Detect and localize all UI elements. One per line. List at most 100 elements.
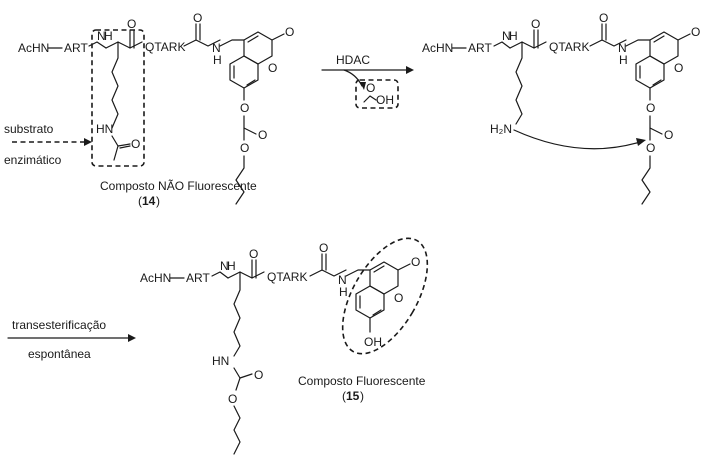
- alpha-carbon-bonds: [227, 271, 265, 279]
- hdac-label: HDAC: [336, 53, 370, 67]
- butyl-chain: [235, 155, 245, 205]
- acetyl-label: AcHN: [18, 41, 49, 55]
- ring-double: [247, 35, 259, 43]
- attack-arrow-head: [636, 138, 646, 146]
- carbamate-o1-label: O: [254, 368, 263, 382]
- butyl-chain: [233, 405, 241, 455]
- substrate-arrow-head: [84, 138, 92, 146]
- acetate-release-curve: [343, 69, 363, 87]
- p-qtark-label: QTARK: [267, 270, 307, 284]
- molecule-14: AcHN ART N H O QTARK HN O O N H O O: [18, 11, 294, 205]
- nh-label: N: [97, 29, 106, 43]
- ring-double: [373, 265, 385, 273]
- p-carbonyl-o-label: O: [249, 247, 258, 261]
- carbamate-bond: [235, 377, 241, 391]
- side-chain-nh-label: HN: [96, 122, 113, 136]
- mid-amide-h-label: H: [619, 53, 628, 67]
- reaction-arrow-hdac: HDAC O OH: [321, 53, 414, 109]
- compound-15-paren-open: (: [342, 389, 346, 403]
- spontaneous-label: espontânea: [28, 347, 91, 361]
- amine-label: H₂N: [490, 122, 512, 136]
- p-art-label: ART: [186, 271, 210, 285]
- arrow-head: [406, 66, 414, 74]
- benzene-double: [652, 79, 662, 86]
- carbonate-bond: [649, 115, 663, 135]
- side-chain-o-label: O: [131, 137, 140, 151]
- lysine-highlight-box: [91, 29, 145, 167]
- acetate-o-label: O: [366, 81, 375, 95]
- ester-o1-label: O: [240, 101, 249, 115]
- coumarin-co: [271, 33, 285, 41]
- mid-amide-n-label: N: [618, 41, 627, 55]
- mid-ester-o1-label: O: [646, 101, 655, 115]
- p-nh-h-label: H: [227, 259, 236, 273]
- amide-h-label: H: [213, 53, 222, 67]
- mid-nh-label: N: [502, 29, 511, 43]
- ch2-bond: [219, 39, 245, 47]
- mid-coumarin-ring-o-label: O: [674, 61, 683, 75]
- carbamate-bond: [233, 367, 253, 379]
- mid-art-label: ART: [468, 41, 492, 55]
- linker-bonds: [183, 39, 221, 47]
- arrow-head: [128, 334, 136, 342]
- p-amide-o-label: O: [319, 241, 328, 255]
- carbamate-nh-label: HN: [212, 354, 229, 368]
- coumarin-co: [677, 33, 691, 41]
- nh-h-label: H: [104, 29, 113, 43]
- butyl-chain: [641, 155, 651, 205]
- linker-bonds: [309, 269, 347, 277]
- ring-double: [653, 35, 665, 43]
- mid-ester-o2-label: O: [664, 128, 673, 142]
- substrato-label: substrato: [4, 122, 54, 136]
- reaction-arrow-transesterification: transesterificação espontânea: [7, 318, 136, 361]
- methyl-bond: [113, 145, 119, 161]
- benzene-double: [372, 309, 382, 316]
- linker-bonds: [589, 39, 627, 47]
- alpha-carbon-bonds: [105, 41, 143, 49]
- carbamate-o2-label: O: [228, 392, 237, 406]
- mid-acetyl-label: AcHN: [422, 41, 453, 55]
- mid-amide-o-label: O: [599, 11, 608, 25]
- qtark-label: QTARK: [145, 40, 185, 54]
- transesterification-label: transesterificação: [12, 318, 106, 332]
- alpha-carbon-bonds: [509, 41, 547, 49]
- side-co-double: [119, 145, 131, 149]
- lysine-side-chain: [515, 41, 523, 125]
- mid-qtark-label: QTARK: [549, 40, 589, 54]
- acetate-highlight-box: [355, 79, 399, 109]
- ch2-bond: [625, 39, 651, 47]
- fluorophore-highlight-ellipse: [341, 237, 429, 355]
- compound-14-number: 14: [142, 194, 156, 208]
- coumarin-co: [397, 263, 411, 271]
- amide-n-label: N: [212, 41, 221, 55]
- molecule-15: AcHN ART N H O QTARK HN O O O N H O O OH: [140, 237, 429, 455]
- ch2-bond: [345, 269, 371, 277]
- p-coumarin-co-o-label: O: [411, 255, 420, 269]
- mid-coumarin-co-o-label: O: [691, 25, 700, 39]
- lysine-side-chain: [111, 41, 119, 129]
- p-coumarin-ring-o-label: O: [394, 291, 403, 305]
- ester-o2-label: O: [258, 128, 267, 142]
- coumarin-pyranone-ring: [649, 31, 679, 65]
- p-amide-h-label: H: [339, 285, 348, 299]
- backbone-bond: [211, 271, 229, 279]
- mid-nh-h-label: H: [509, 29, 518, 43]
- compound-14-caption: Composto NÃO Fluorescente: [100, 179, 257, 193]
- hydroxyl-label: OH: [364, 335, 382, 349]
- molecule-intermediate: AcHN ART N H O QTARK H₂N O N H O O O O O: [422, 11, 700, 205]
- acetate-oh-label: OH: [376, 93, 394, 107]
- compound-14-paren-close: ): [156, 194, 160, 208]
- carbonate-bond: [243, 115, 257, 135]
- benzene-double: [246, 79, 256, 86]
- acetate-bonds: [363, 95, 377, 103]
- lysine-side-chain: [233, 271, 241, 357]
- nucleophilic-attack-arrow: [513, 129, 641, 150]
- acetate-curve-head: [360, 82, 366, 90]
- p-nh-label: N: [220, 259, 229, 273]
- coumarin-pyranone-ring: [243, 31, 273, 65]
- coumarin-ring-o-label: O: [268, 61, 277, 75]
- amide-o-label: O: [193, 11, 202, 25]
- p-amide-n-label: N: [338, 273, 347, 287]
